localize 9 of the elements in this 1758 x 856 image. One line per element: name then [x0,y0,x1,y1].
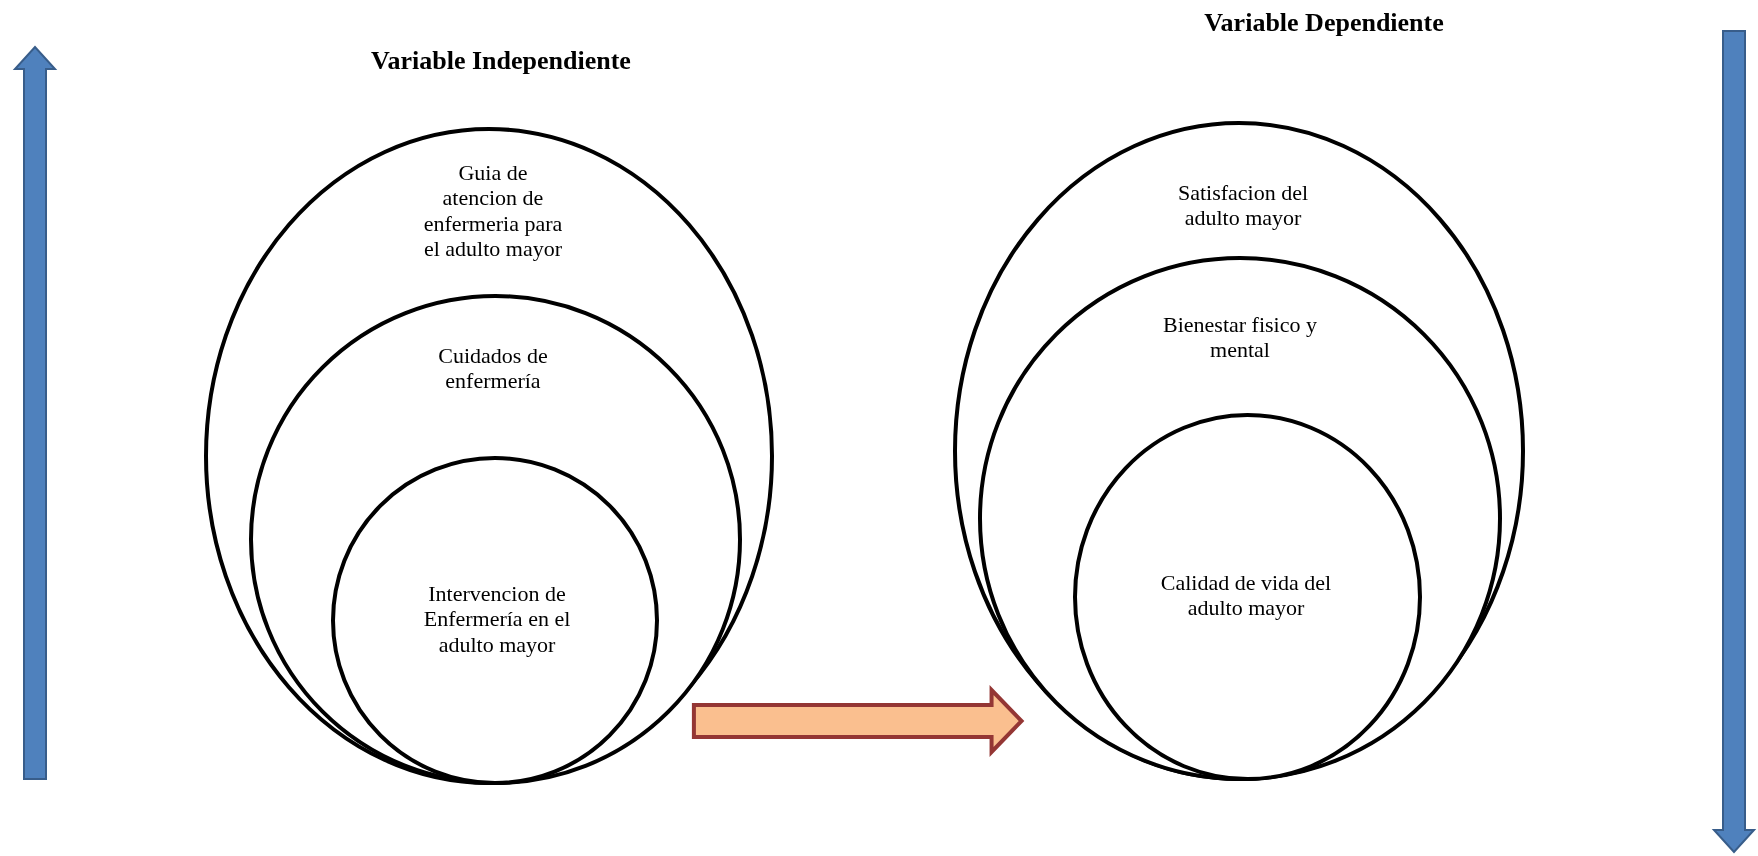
node-text: Satisfacion del adulto mayor [1176,180,1310,231]
heading: Variable Dependiente [1204,8,1444,38]
node-text: Guia de atencion de enfermeria para el adulto mayor [422,160,564,262]
node-text: Bienestar fisico y mental [1162,312,1318,363]
block-arrow [691,685,1025,757]
heading: Variable Independiente [371,46,631,76]
node-text: Cuidados de enfermería [437,343,549,394]
node-text: Calidad de vida del adulto mayor [1159,570,1333,621]
node-text: Intervencion de Enfermería en el adulto mayor [422,581,572,657]
